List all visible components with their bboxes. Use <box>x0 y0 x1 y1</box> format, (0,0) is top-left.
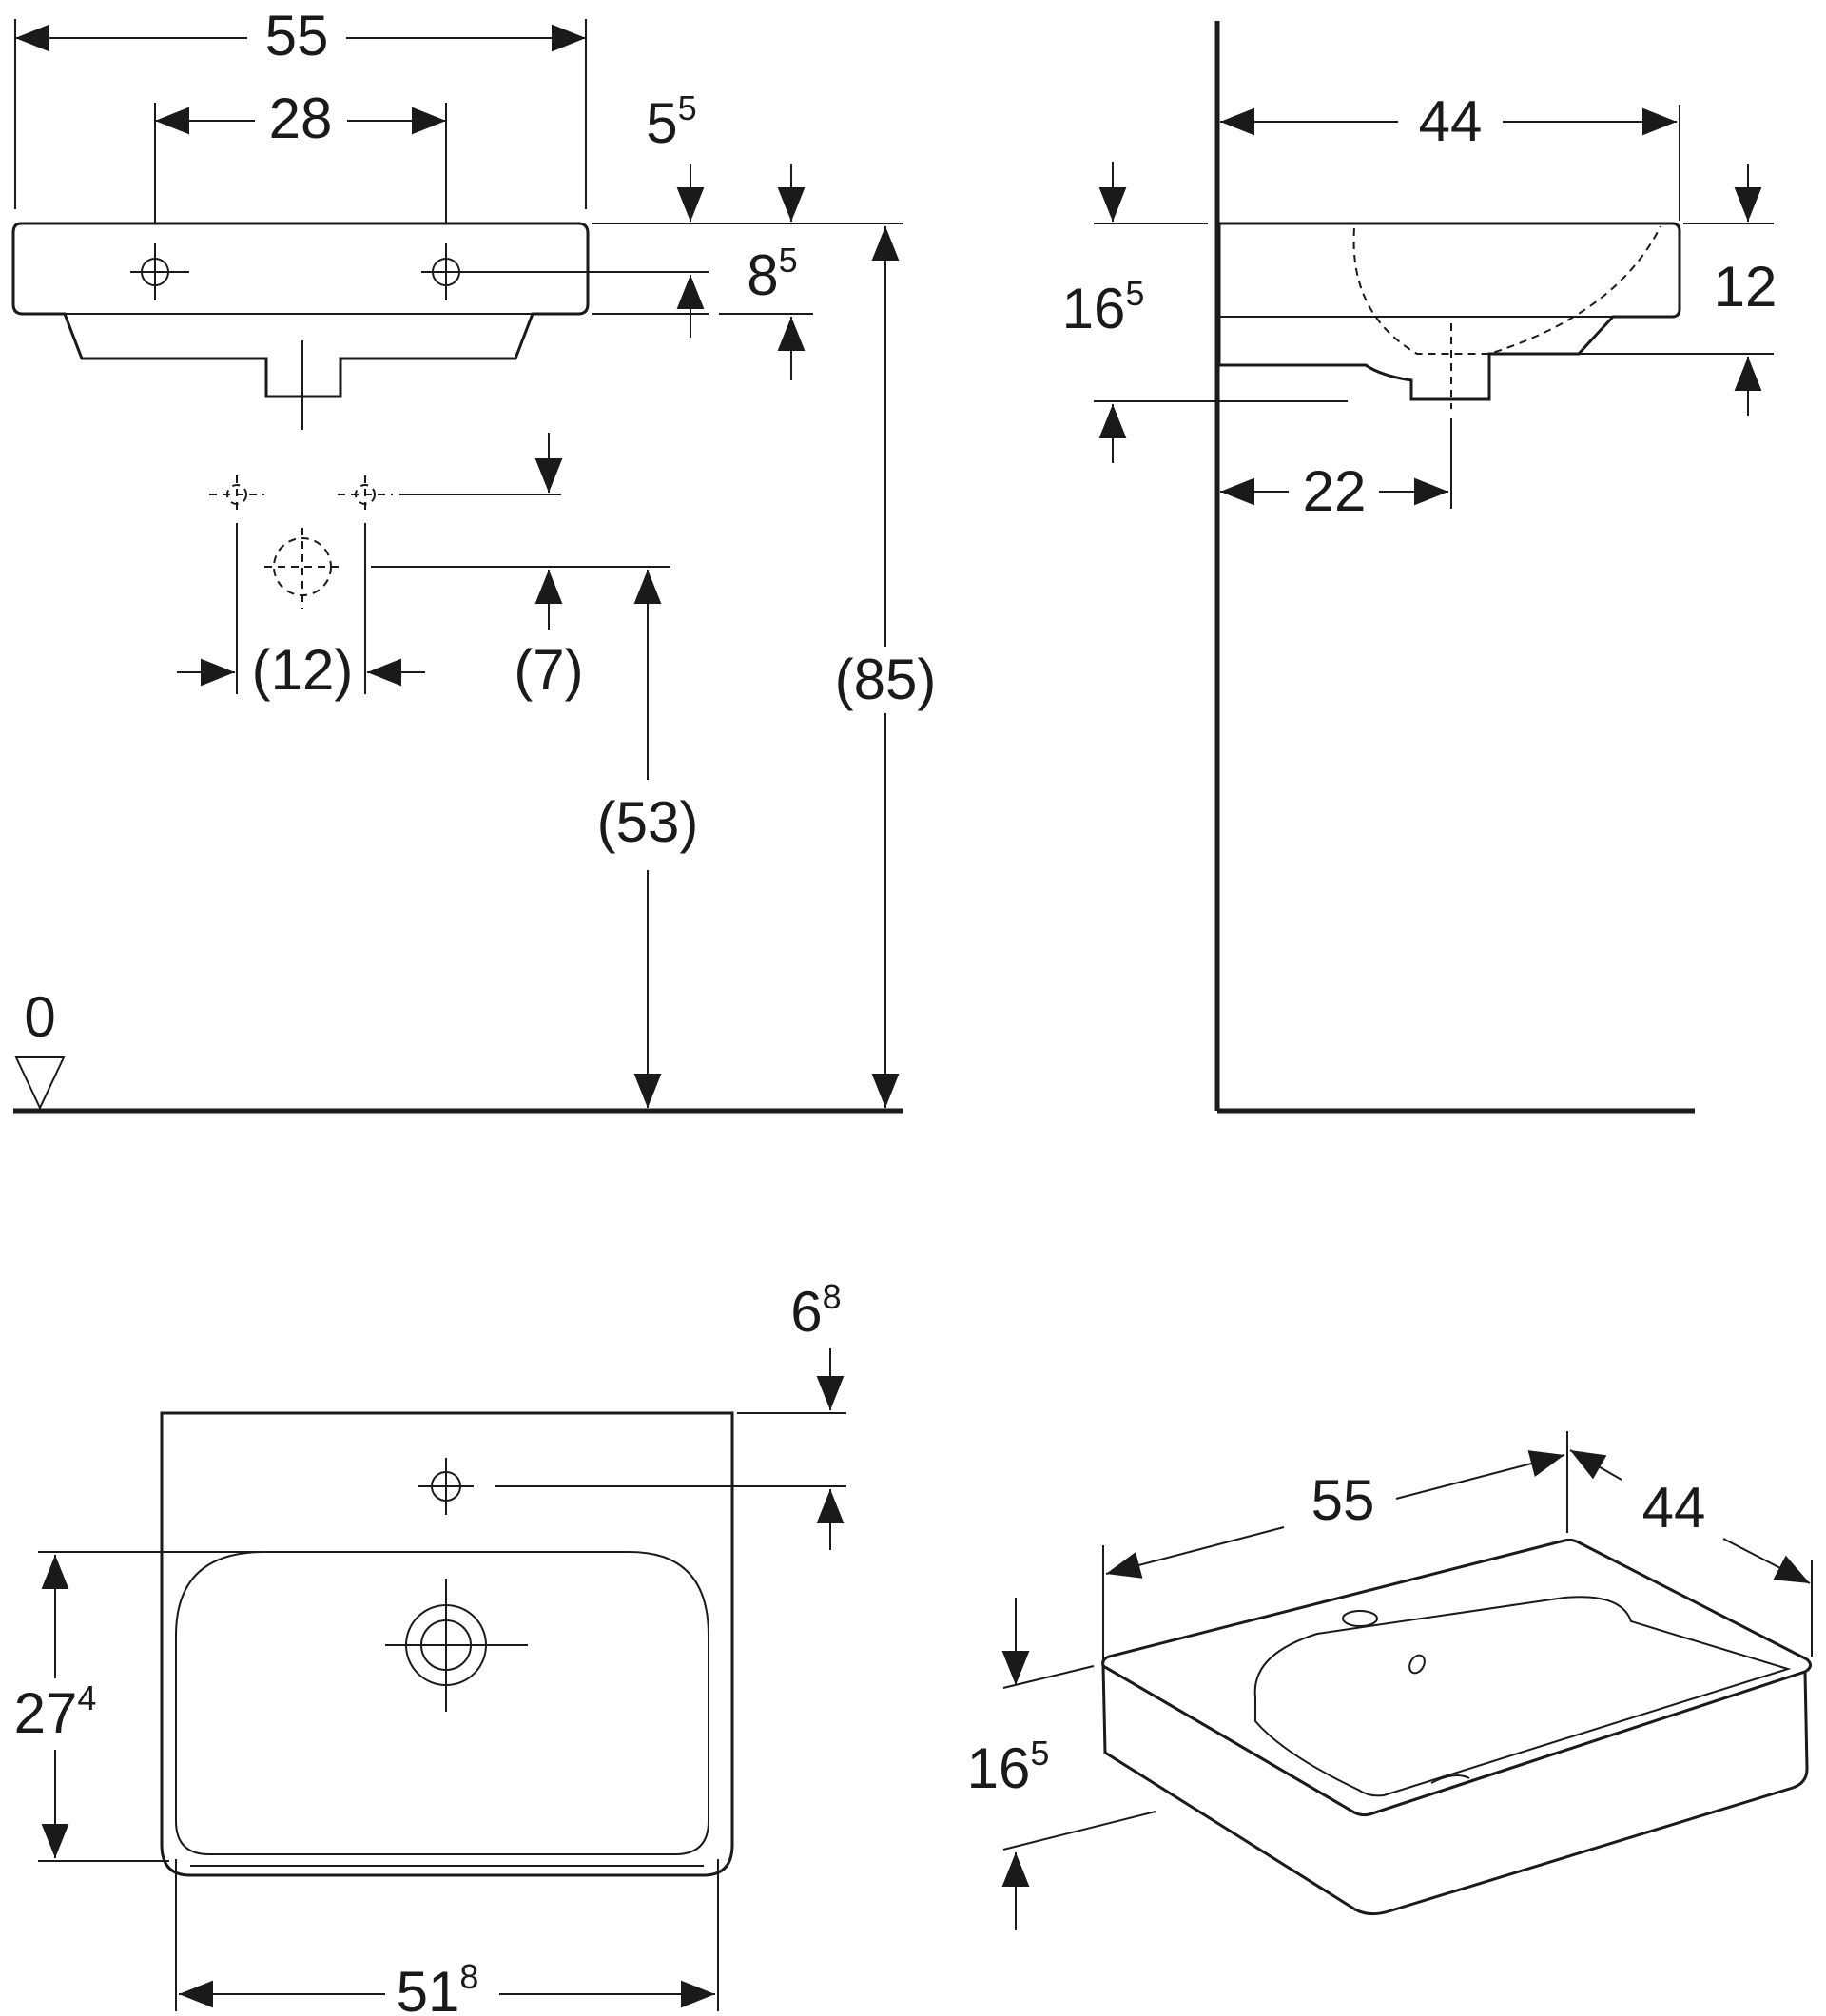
dim-waste-height: (53) <box>597 790 699 854</box>
dim-tap-offset-top: 55 <box>646 88 696 155</box>
dim-supply-spacing: (12) <box>252 638 354 702</box>
dim-perspective-width: 55 <box>1311 1468 1375 1532</box>
tap-hole-marker-right <box>421 243 709 300</box>
overflow-perspective <box>1408 1654 1426 1675</box>
dim-floor-level: 0 <box>24 985 55 1049</box>
tap-hole-marker <box>418 1458 474 1515</box>
dim-side-depth: 44 <box>1419 89 1483 153</box>
bowl-perspective <box>1253 1596 1792 1797</box>
dim-perspective-depth: 44 <box>1642 1476 1706 1540</box>
washbasin-perspective-front <box>1101 1663 1809 1916</box>
perspective-view: 55 44 165 <box>967 1431 1813 1930</box>
tap-hole-marker-left <box>130 243 189 300</box>
top-view: 68 274 518 <box>14 1277 846 2016</box>
dim-bowl-depth: 274 <box>14 1678 97 1745</box>
tap-hole-perspective <box>1342 1610 1378 1627</box>
dim-side-overall-height: 165 <box>1062 274 1145 340</box>
dim-front-width: 55 <box>265 4 329 68</box>
dim-side-rim-thickness: 12 <box>1714 255 1777 319</box>
dim-bowl-width: 518 <box>397 1957 479 2016</box>
washbasin-front-body <box>11 222 590 398</box>
drain-marker <box>385 1579 528 1712</box>
side-view: 44 12 165 22 <box>1062 21 1777 1114</box>
dim-rim-height: 85 <box>747 241 797 307</box>
dim-rim-height-from-floor: (85) <box>835 648 937 711</box>
dim-tap-spacing: 28 <box>269 87 333 150</box>
floor-level-triangle <box>14 1056 66 1111</box>
dim-supply-height-offset: (7) <box>514 638 583 702</box>
dim-tap-hole-from-wall: 68 <box>790 1277 841 1344</box>
dim-side-waste-from-wall: 22 <box>1303 459 1367 523</box>
supply-marker-right <box>338 475 393 514</box>
front-view: 55 28 55 85 <box>11 4 937 1114</box>
washbasin-side-profile <box>1217 222 1681 401</box>
bowl-outline <box>175 1551 709 1855</box>
supply-marker-left <box>209 475 264 514</box>
dim-perspective-height: 165 <box>967 1734 1050 1800</box>
waste-outlet-marker <box>264 528 340 609</box>
